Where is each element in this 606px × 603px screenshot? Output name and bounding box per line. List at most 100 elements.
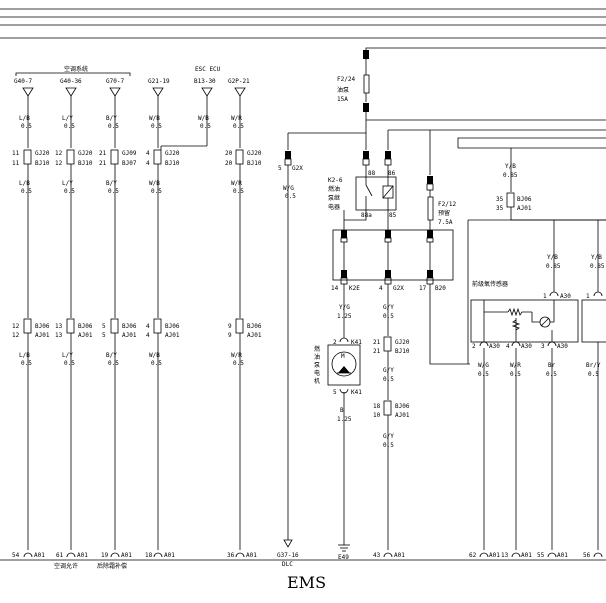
diagram-label: 2: [333, 339, 337, 346]
diagram-label: G70-7: [106, 78, 124, 85]
diagram-label: Br/Y: [586, 362, 601, 369]
diagram-label: 5: [278, 165, 282, 172]
diagram-label: 机: [314, 377, 320, 385]
diagram-label: 10: [373, 412, 381, 419]
diagram-label: 泵继: [328, 194, 340, 202]
diagram-label: BJ10: [78, 160, 93, 167]
diagram-label: G/Y: [383, 304, 394, 311]
diagram-label: 1: [586, 293, 590, 300]
power-bus: [288, 119, 606, 175]
diagram-label: 3: [541, 343, 545, 350]
diagram-label: 0.5: [151, 123, 162, 130]
diagram-label: 0.5: [64, 360, 75, 367]
diagram-label: 18: [145, 552, 153, 559]
diagram-label: 13: [55, 323, 63, 330]
diagram-label: F2/24: [337, 76, 355, 83]
ac-system-group: 空调系统: [15, 65, 131, 76]
diagram-label: A01: [121, 552, 132, 559]
diagram-label: W/R: [231, 180, 242, 187]
fuse-main: F2/24 油泵 15A: [337, 47, 606, 120]
diagram-label: B20: [435, 285, 446, 292]
diagram-label: 0.5: [151, 360, 162, 367]
diagram-label: G2P-21: [228, 78, 250, 85]
diagram-label: 4: [146, 323, 150, 330]
diagram-label: 56: [583, 552, 591, 559]
diagram-label: 88: [368, 170, 376, 177]
diagram-label: 11: [12, 150, 20, 157]
rear-o2-sensor-partial: Y/B 0.85 1 Br/Y 0.5 56: [581, 220, 606, 559]
diagram-label: 0.5: [233, 360, 244, 367]
diagram-label: 0.5: [200, 123, 211, 130]
diagram-label: BJ07: [122, 160, 137, 167]
diagram-label: GJ20: [35, 150, 50, 157]
diagram-label: 泵: [314, 362, 320, 369]
top-connector: G40-7: [14, 78, 32, 85]
diagram-label: AJ01: [78, 332, 93, 339]
diagram-label: 54: [12, 552, 20, 559]
signal-column-b13-30: B13-30 W/B 0.5: [160, 78, 216, 150]
diagram-label: 15A: [337, 96, 348, 103]
diagram-label: 13: [501, 552, 509, 559]
diagram-label: 0.5: [383, 313, 394, 320]
diagram-label: 4: [379, 285, 383, 292]
diagram-label: Y/G: [339, 304, 350, 311]
diagram-label: 35: [496, 196, 504, 203]
diagram-label: 电器: [328, 203, 340, 211]
diagram-label: 21: [99, 160, 107, 167]
diagram-label: BJ10: [165, 160, 180, 167]
diagram-label: BJ06: [165, 323, 180, 330]
diagram-label: 1: [543, 293, 547, 300]
diagram-label: A01: [489, 552, 500, 559]
diagram-label: L/B: [19, 115, 30, 122]
diagram-label: L/Y: [62, 352, 73, 359]
diagram-label: 0.85: [590, 263, 605, 270]
diagram-label: L/Y: [62, 115, 73, 122]
diagram-label: GJ20: [247, 150, 262, 157]
fuel-pump-relay: 88 86 88a 85 K2-6 燃油 泵继 电器: [328, 151, 397, 230]
diagram-label: 燃油: [328, 185, 340, 193]
diagram-label: GJ20: [78, 150, 93, 157]
esc-ecu-label: ESC ECU: [195, 66, 221, 73]
diagram-label: BJ10: [395, 348, 410, 355]
diagram-label: W/R: [231, 352, 242, 359]
diagram-label: K41: [351, 389, 362, 396]
diagram-label: 0.5: [510, 371, 521, 378]
diagram-label: AJ01: [395, 412, 410, 419]
diagram-label: Y/B: [591, 254, 602, 261]
diagram-label: 0.5: [64, 123, 75, 130]
diagram-label: 21: [373, 339, 381, 346]
diagram-label: W/B: [149, 180, 160, 187]
diagram-label: 1.25: [337, 416, 352, 423]
diagram-label: BJ06: [122, 323, 137, 330]
diagram-label: B: [340, 407, 344, 414]
diagram-label: 0.5: [21, 123, 32, 130]
diagram-label: Y/B: [547, 254, 558, 261]
motor-symbol: M: [341, 353, 345, 360]
diagram-label: BJ06: [247, 323, 262, 330]
diagram-label: 19: [101, 552, 109, 559]
diagram-label: 62: [469, 552, 477, 559]
diagram-label: 油: [314, 353, 320, 361]
bottom-label: 空调允许: [54, 562, 78, 570]
diagram-label: 9: [228, 332, 232, 339]
diagram-label: Y/B: [505, 163, 516, 170]
diagram-label: 4: [146, 150, 150, 157]
diagram-label: A01: [521, 552, 532, 559]
diagram-label: 1.25: [337, 313, 352, 320]
diagram-label: 2: [472, 343, 476, 350]
diagram-label: 21: [373, 348, 381, 355]
diagram-label: 12: [55, 150, 63, 157]
diagram-label: 燃: [314, 345, 320, 353]
diagram-label: F2/12: [438, 201, 456, 208]
diagram-label: G37-16: [277, 552, 299, 559]
diagram-label: GJ20: [395, 339, 410, 346]
diagram-label: 12: [12, 332, 20, 339]
diagram-label: 11: [12, 160, 20, 167]
diagram-label: W/R: [231, 115, 242, 122]
diagram-label: L/B: [19, 180, 30, 187]
diagram-label: L/B: [19, 352, 30, 359]
diagram-label: A01: [77, 552, 88, 559]
diagram-label: BJ10: [247, 160, 262, 167]
diagram-label: 13: [55, 332, 63, 339]
diagram-label: G/Y: [383, 433, 394, 440]
